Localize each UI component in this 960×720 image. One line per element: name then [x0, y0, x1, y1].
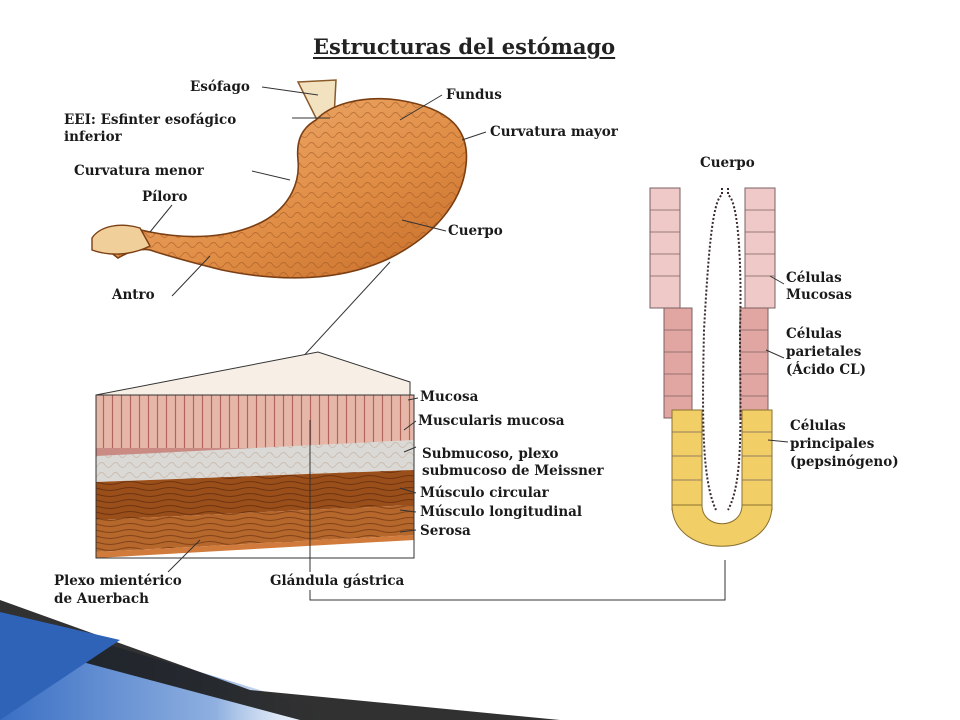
- stomach-illustration: [91, 79, 468, 279]
- label-musculo-longitudinal: Músculo longitudinal: [420, 504, 583, 520]
- label-antro: Antro: [112, 287, 155, 303]
- label-musculo-circular: Músculo circular: [420, 485, 549, 501]
- stomach-wall-section: [95, 351, 415, 559]
- gastric-gland: [649, 187, 776, 547]
- label-cuerpo-gland: Cuerpo: [700, 155, 755, 171]
- label-glandula-gastrica: Glándula gástrica: [270, 573, 405, 589]
- label-celulas-parietales: Células: [786, 326, 842, 342]
- label-submucoso-line2: submucoso de Meissner: [422, 463, 604, 479]
- label-celulas-principales-line2: principales: [790, 436, 875, 452]
- label-fundus: Fundus: [446, 87, 502, 103]
- label-piloro: Píloro: [142, 189, 188, 205]
- stomach-rugae: [105, 98, 467, 278]
- wall-leader-lines: [167, 397, 726, 601]
- corner-decoration: [0, 600, 560, 720]
- label-mucosa: Mucosa: [420, 389, 479, 405]
- label-cuerpo-stomach: Cuerpo: [448, 223, 503, 239]
- pylorus-shape: [91, 224, 151, 255]
- label-celulas-parietales-line3: (Ácido CL): [786, 362, 866, 378]
- gland-leader-lines: [765, 275, 789, 443]
- label-muscularis-mucosa: Muscularis mucosa: [418, 413, 565, 429]
- label-celulas-parietales-line2: parietales: [786, 344, 862, 360]
- label-curvatura-mayor: Curvatura mayor: [490, 124, 618, 140]
- label-curvatura-menor: Curvatura menor: [74, 163, 204, 179]
- label-celulas-principales-line3: (pepsinógeno): [790, 454, 899, 470]
- label-plexo-mienterico: Plexo mientérico: [54, 573, 182, 589]
- label-serosa: Serosa: [420, 523, 471, 539]
- label-esofago: Esófago: [190, 79, 250, 95]
- label-eei-line2: inferior: [64, 129, 122, 145]
- label-submucoso: Submucoso, plexo: [422, 446, 559, 462]
- label-eei: EEI: Esfinter esofágico: [64, 112, 237, 128]
- diagram-title: Estructuras del estómago: [313, 34, 616, 59]
- label-plexo-line2: de Auerbach: [54, 591, 149, 607]
- label-celulas-mucosas-line2: Mucosas: [786, 287, 852, 303]
- label-celulas-mucosas: Células: [786, 270, 842, 286]
- label-celulas-principales: Células: [790, 418, 846, 434]
